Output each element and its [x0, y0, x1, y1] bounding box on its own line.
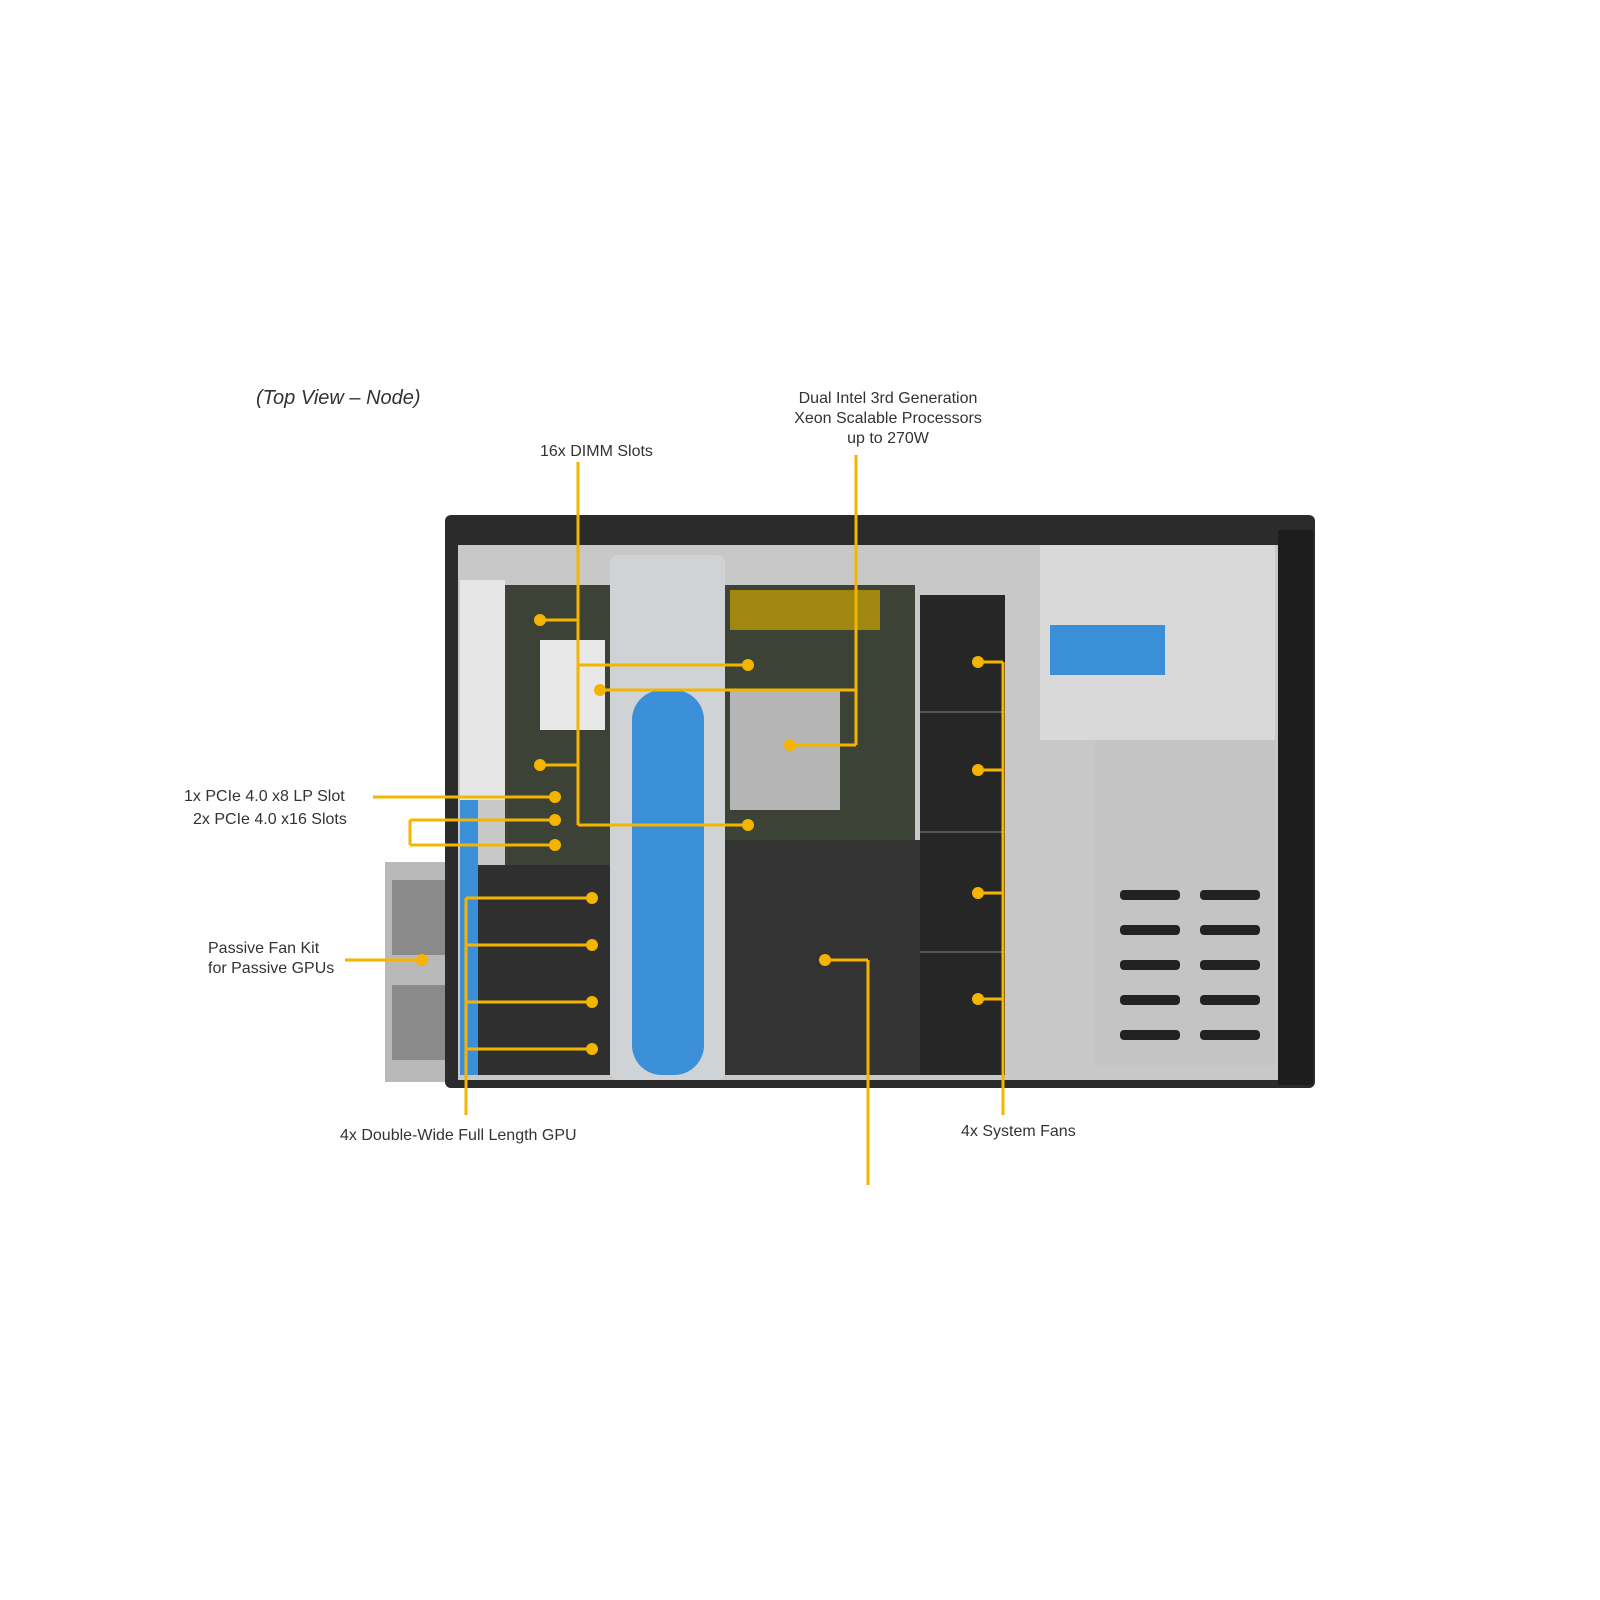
view-title: (Top View – Node)	[256, 387, 421, 409]
cpu-label-line3: up to 270W	[847, 430, 929, 447]
callout-dots	[416, 614, 984, 1055]
fan-kit-line2: for Passive GPUs	[208, 960, 335, 977]
dimm-slots-label: 16x DIMM Slots	[540, 443, 653, 460]
gpu-label: 4x Double-Wide Full Length GPU	[340, 1127, 577, 1144]
system-fans-label: 4x System Fans	[961, 1123, 1076, 1140]
fan-kit-line1: Passive Fan Kit	[208, 940, 320, 957]
callout-lines	[345, 455, 1005, 1185]
drive-cage	[1095, 740, 1275, 1065]
passive-fan-kit-label: Passive Fan Kit for Passive GPUs	[208, 939, 334, 979]
pcie-x8-label: 1x PCIe 4.0 x8 LP Slot	[184, 788, 345, 805]
cpu-label-line2: Xeon Scalable Processors	[794, 410, 982, 427]
cpu-label-line1: Dual Intel 3rd Generation	[798, 390, 978, 407]
cpu-label: Dual Intel 3rd Generation Xeon Scalable …	[770, 389, 1006, 449]
cpu-heatsink	[730, 690, 840, 810]
pcie-x16-label: 2x PCIe 4.0 x16 Slots	[193, 811, 347, 828]
system-fans	[920, 595, 1005, 1075]
